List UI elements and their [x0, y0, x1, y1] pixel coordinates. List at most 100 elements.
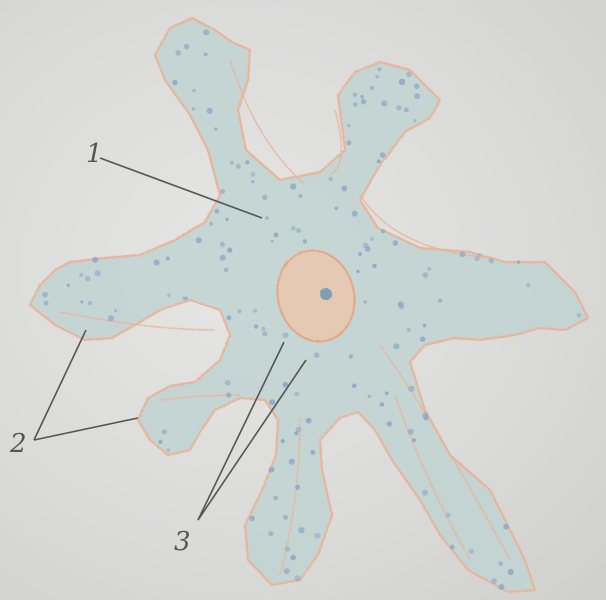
granule — [478, 253, 481, 256]
granule — [281, 439, 285, 443]
granule — [209, 222, 213, 226]
granule — [162, 429, 167, 434]
granule — [503, 524, 509, 530]
granule — [399, 304, 404, 309]
granule — [423, 272, 429, 278]
granule — [498, 562, 502, 566]
granule — [363, 243, 369, 249]
granule — [291, 226, 296, 231]
granule — [422, 412, 428, 418]
granule — [284, 568, 290, 574]
granule — [88, 301, 93, 306]
granule — [108, 315, 114, 321]
granule — [158, 440, 162, 444]
granule — [347, 124, 350, 127]
granule — [396, 105, 401, 110]
granule — [269, 467, 275, 473]
leader-line-2a — [34, 330, 86, 440]
granule — [296, 228, 301, 233]
granule — [352, 211, 358, 217]
granule — [166, 256, 170, 260]
granule — [262, 331, 267, 336]
granule — [225, 218, 228, 221]
granule — [377, 67, 381, 71]
granule — [377, 159, 381, 163]
granule — [67, 284, 71, 288]
label-2: 2 — [9, 429, 27, 459]
granule — [360, 95, 364, 99]
granule — [220, 255, 226, 261]
granule — [375, 75, 378, 78]
granule — [342, 186, 348, 192]
granule — [250, 172, 255, 177]
granule — [192, 107, 196, 111]
granule — [438, 299, 442, 303]
granule — [265, 216, 269, 220]
granule — [498, 584, 504, 590]
granule — [450, 545, 455, 550]
granule — [167, 448, 171, 452]
granule — [80, 300, 83, 303]
granule — [225, 380, 231, 386]
granule — [245, 160, 249, 164]
granule — [385, 391, 389, 395]
granule — [283, 332, 289, 338]
granule — [370, 237, 373, 240]
granule — [393, 240, 399, 246]
granule — [220, 189, 225, 194]
granule — [380, 152, 386, 158]
granule — [295, 392, 300, 397]
granule — [393, 343, 399, 349]
granule — [381, 100, 387, 106]
granule — [214, 209, 219, 214]
granule — [335, 207, 339, 211]
granule — [310, 450, 315, 455]
granule — [460, 251, 466, 257]
granule — [204, 53, 208, 57]
granule — [238, 309, 242, 313]
granule — [290, 183, 296, 189]
granule — [95, 270, 101, 276]
granule — [381, 229, 385, 233]
granule — [203, 29, 209, 35]
label-3: 3 — [174, 527, 191, 557]
leader-line-2b — [34, 418, 138, 440]
granule — [380, 402, 384, 406]
granule — [79, 273, 83, 277]
granule — [85, 276, 91, 282]
granule — [261, 327, 265, 331]
granule — [414, 84, 420, 90]
granule — [469, 549, 474, 554]
granule — [408, 386, 414, 392]
granule — [399, 79, 405, 85]
granule — [175, 50, 181, 56]
granule — [372, 264, 377, 269]
granule — [192, 89, 196, 93]
granule — [296, 427, 302, 433]
granule — [92, 257, 98, 263]
granule — [283, 515, 288, 520]
granule — [358, 252, 362, 256]
granule — [172, 80, 177, 85]
granule — [387, 421, 393, 427]
granule — [196, 237, 202, 243]
granule — [262, 195, 267, 200]
granule — [298, 194, 302, 198]
granule — [220, 242, 225, 247]
granule — [290, 555, 296, 561]
granule — [273, 496, 278, 501]
granule — [226, 315, 231, 320]
granule — [271, 240, 274, 243]
granule — [295, 575, 301, 581]
granule — [352, 384, 357, 389]
granule — [508, 569, 514, 575]
granule — [349, 354, 353, 358]
granule — [420, 337, 425, 342]
granule — [184, 44, 190, 50]
granule — [445, 513, 450, 518]
granule — [285, 546, 290, 551]
granule — [412, 438, 416, 442]
granule — [269, 399, 275, 405]
granule — [368, 395, 372, 399]
